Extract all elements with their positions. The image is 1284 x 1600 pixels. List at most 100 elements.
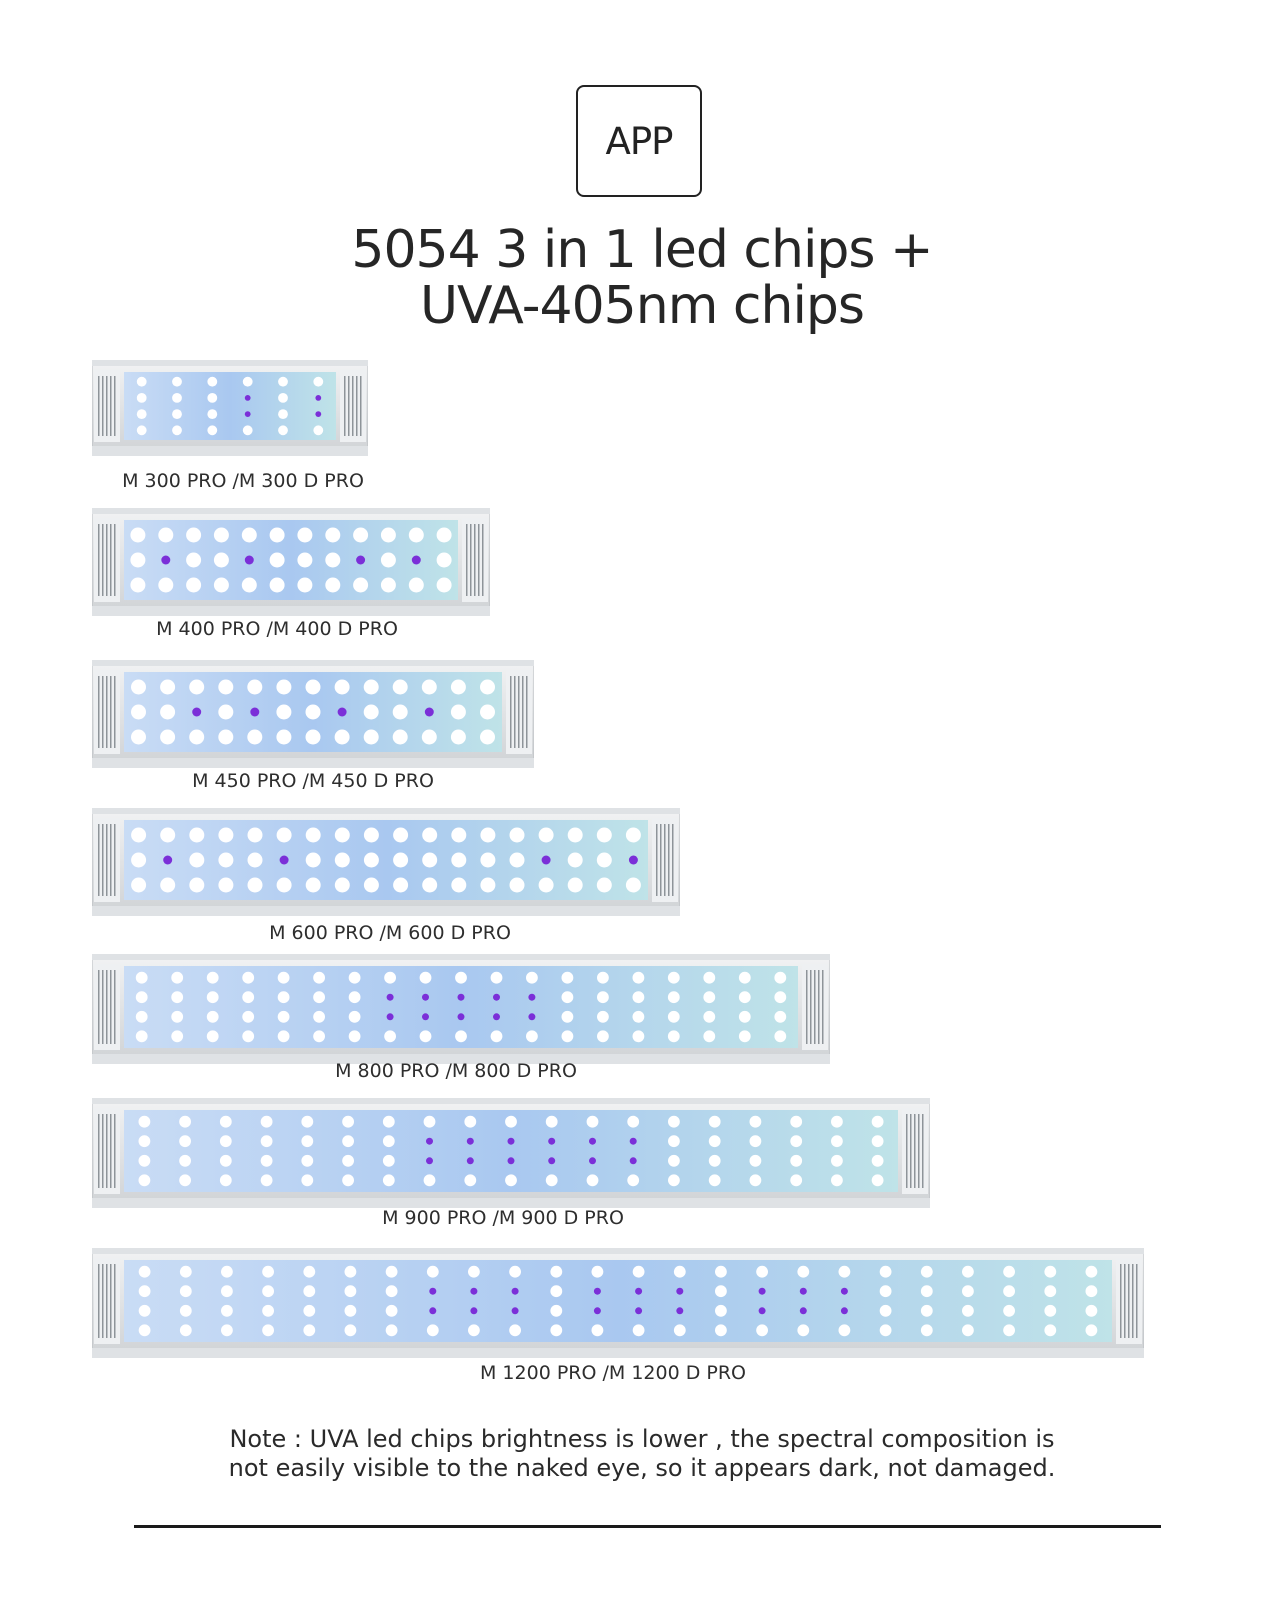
white-led-chip [313,1010,325,1023]
cap-print-line [102,1114,104,1188]
bar-lip [92,1248,1144,1254]
white-led-chip [879,1304,892,1317]
white-led-chip [138,1115,151,1128]
white-led-chip [715,1285,727,1298]
white-led-chip [538,877,554,893]
title-line-2: UVA-405nm chips [420,276,865,336]
white-led-chip [920,1324,933,1337]
white-led-chip [303,1304,316,1317]
white-led-chip [186,577,202,593]
white-led-chip [480,704,495,720]
white-led-chip [301,1135,314,1148]
white-led-chip [160,679,176,695]
white-led-chip [262,1265,274,1278]
cap-print-line [478,524,480,596]
white-led-chip [172,376,182,387]
white-led-chip [550,1285,563,1298]
uva-led-chip [315,411,322,417]
white-led-chip [344,1285,357,1298]
white-led-chip [219,1154,232,1167]
white-led-chip [480,877,496,893]
white-led-chip [247,827,263,843]
white-led-chip [262,1324,274,1337]
white-led-chip [436,577,452,593]
white-led-chip [221,1304,233,1317]
cap-print-line [102,376,104,436]
white-led-chip [738,1010,751,1023]
white-led-chip [334,729,350,745]
cap-print-line [664,824,666,896]
cap-print-line [98,524,100,596]
cap-print-line [98,676,100,748]
white-led-chip [838,1265,851,1278]
uva-led-chip [470,1287,478,1295]
white-led-chip [242,991,255,1004]
cap-print-line [110,824,112,896]
white-led-chip [1044,1304,1057,1317]
light-bar-m600 [92,808,680,916]
cap-print-line [918,1114,920,1188]
white-led-chip [131,827,147,843]
white-led-chip [131,679,146,695]
cap-print-line [106,524,108,596]
cap-print-line [110,524,112,596]
uva-led-chip [337,707,347,717]
white-led-chip [871,1135,884,1148]
product-label-m600: M 600 PRO /M 600 D PRO [269,922,511,944]
white-led-chip [738,1030,751,1043]
note-line-1: Note : UVA led chips brightness is lower… [229,1425,1055,1453]
cap-print-line [914,1114,916,1188]
uva-led-chip [758,1287,766,1295]
white-led-chip [260,1154,273,1167]
white-led-chip [384,971,396,984]
white-led-chip [597,1030,609,1043]
uva-led-chip [429,1307,437,1315]
white-led-chip [344,1324,357,1337]
uva-led-chip [192,707,202,717]
cap-print-line [102,524,104,596]
bar-lip [92,1054,830,1064]
white-led-chip [738,991,751,1004]
cap-print-line [98,1114,100,1188]
cap-print-line [110,1264,112,1338]
white-led-chip [597,991,609,1004]
white-led-chip [423,1115,436,1128]
white-led-chip [464,1115,477,1128]
white-led-chip [186,552,202,568]
cap-print-line [98,376,100,436]
cap-print-line [110,676,112,748]
white-led-chip [920,1285,933,1298]
light-bar-graphic [92,508,490,616]
white-led-chip [179,1285,192,1298]
white-led-chip [749,1174,762,1187]
cap-print-line [352,376,354,436]
white-led-chip [708,1115,721,1128]
white-led-chip [708,1154,721,1167]
white-led-chip [879,1285,892,1298]
white-led-chip [509,827,525,843]
white-led-chip [1044,1265,1057,1278]
white-led-chip [797,1324,810,1337]
cap-print-line [474,524,476,596]
white-led-chip [342,1154,354,1167]
white-led-chip [703,1030,716,1043]
white-led-chip [348,1010,361,1023]
white-led-chip [561,971,574,984]
white-led-chip [160,729,176,745]
uva-led-chip [315,395,322,401]
white-led-chip [738,971,751,984]
white-led-chip [797,1265,810,1278]
white-led-chip [380,577,396,593]
white-led-chip [179,1304,192,1317]
white-led-chip [450,704,466,720]
white-led-chip [179,1265,192,1278]
bar-lip [92,954,830,960]
white-led-chip [305,877,321,893]
white-led-chip [667,1030,680,1043]
white-led-chip [218,729,234,745]
white-led-chip [207,425,218,436]
uva-led-chip [163,855,173,865]
white-led-chip [451,852,467,868]
white-led-chip [342,1135,354,1148]
white-led-chip [172,409,182,419]
